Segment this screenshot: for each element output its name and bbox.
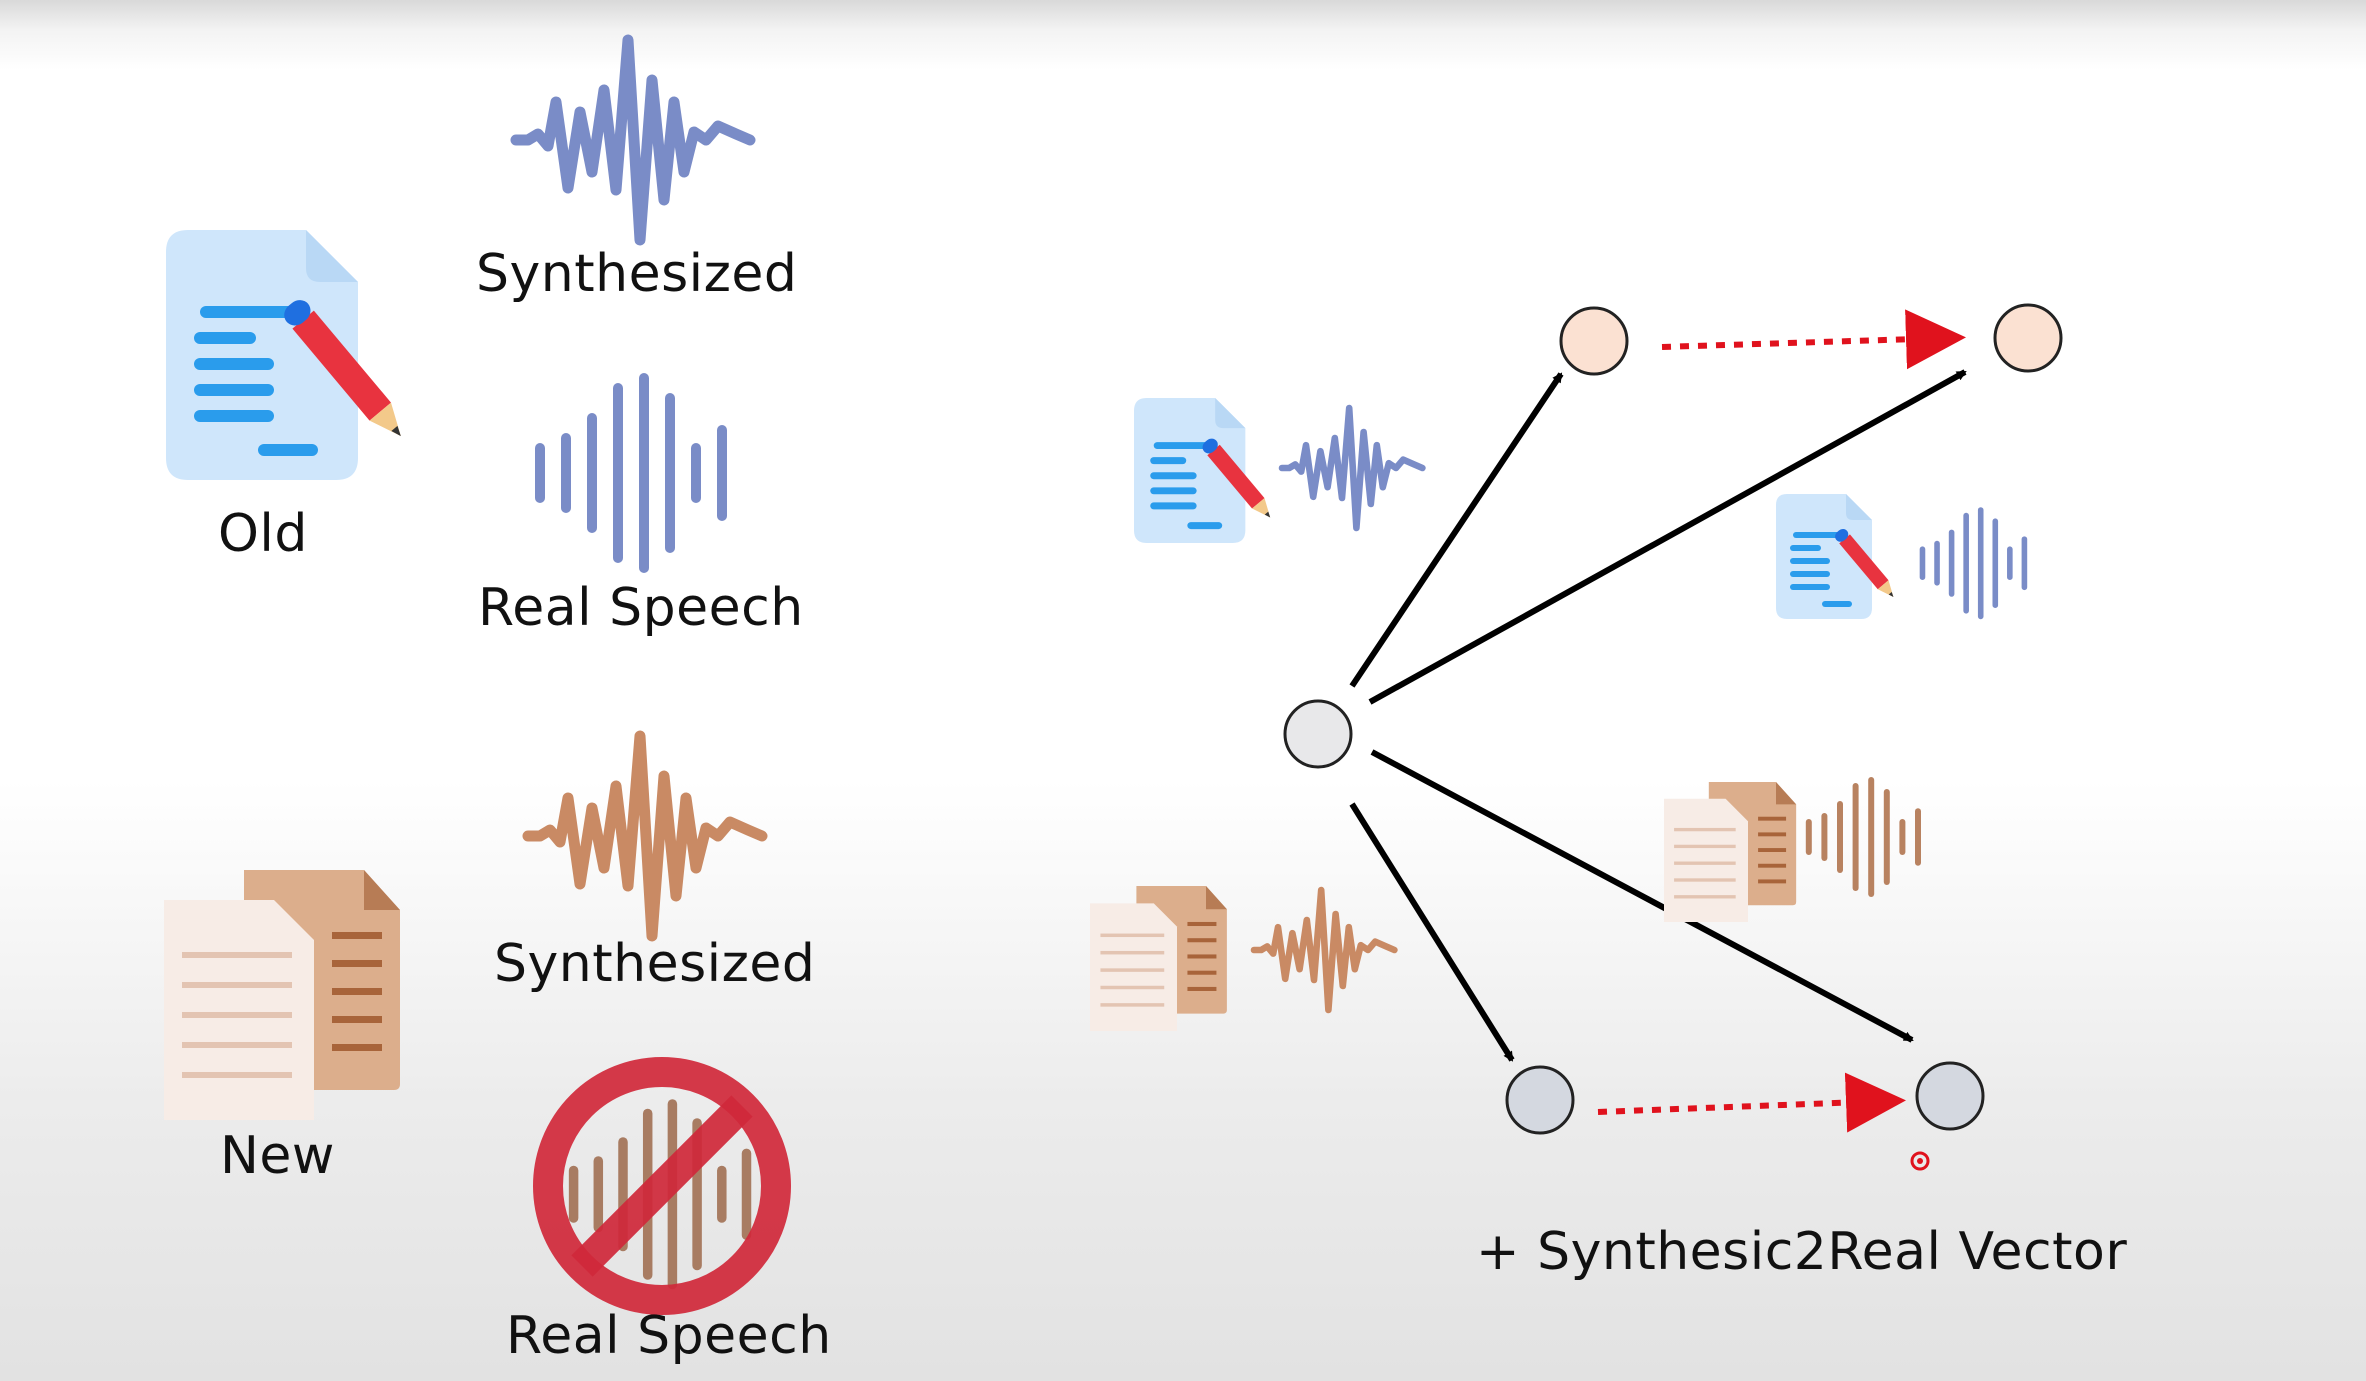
cursor-indicator-icon (1910, 1151, 1930, 1171)
top-left-node (1559, 306, 1629, 376)
new-text-synth-pair (1090, 886, 1394, 1031)
new-text-real-pair (1664, 780, 1918, 922)
old-text-real-pair (1776, 494, 2024, 619)
arrow-center-to-top-left (1349, 372, 1564, 688)
top-right-node (1993, 303, 2063, 373)
bottom-left-node (1505, 1065, 1575, 1135)
arrow-center-to-top-right (1368, 369, 1967, 705)
new-real-speech-label: Real Speech (506, 1306, 832, 1366)
new-documents-icon (164, 870, 400, 1120)
old-synthesized-label: Synthesized (476, 244, 798, 304)
arrow-center-to-bottom-left (1349, 802, 1515, 1062)
new-synthesized-label: Synthesized (494, 934, 816, 994)
old-doc-label: Old (218, 504, 308, 564)
old-synthesized-waveform-icon (516, 40, 750, 240)
old-real-speech-label: Real Speech (478, 578, 804, 638)
old-real-speech-bars-icon (540, 378, 722, 568)
arrow-center-to-bottom-right (1370, 749, 1914, 1043)
dotted-arrow-bottom (1597, 1072, 1906, 1133)
bottom-right-node (1915, 1061, 1985, 1131)
old-text-synth-pair (1134, 398, 1422, 543)
new-doc-label: New (220, 1126, 335, 1186)
old-document-icon (166, 230, 412, 480)
center-node (1283, 699, 1353, 769)
new-real-speech-prohibited-icon (533, 1057, 791, 1315)
new-synthesized-waveform-icon (528, 736, 762, 936)
synthetic-to-real-vector-label: + Synthesic2Real Vector (1476, 1222, 2128, 1282)
dotted-arrow-top (1661, 309, 1966, 370)
